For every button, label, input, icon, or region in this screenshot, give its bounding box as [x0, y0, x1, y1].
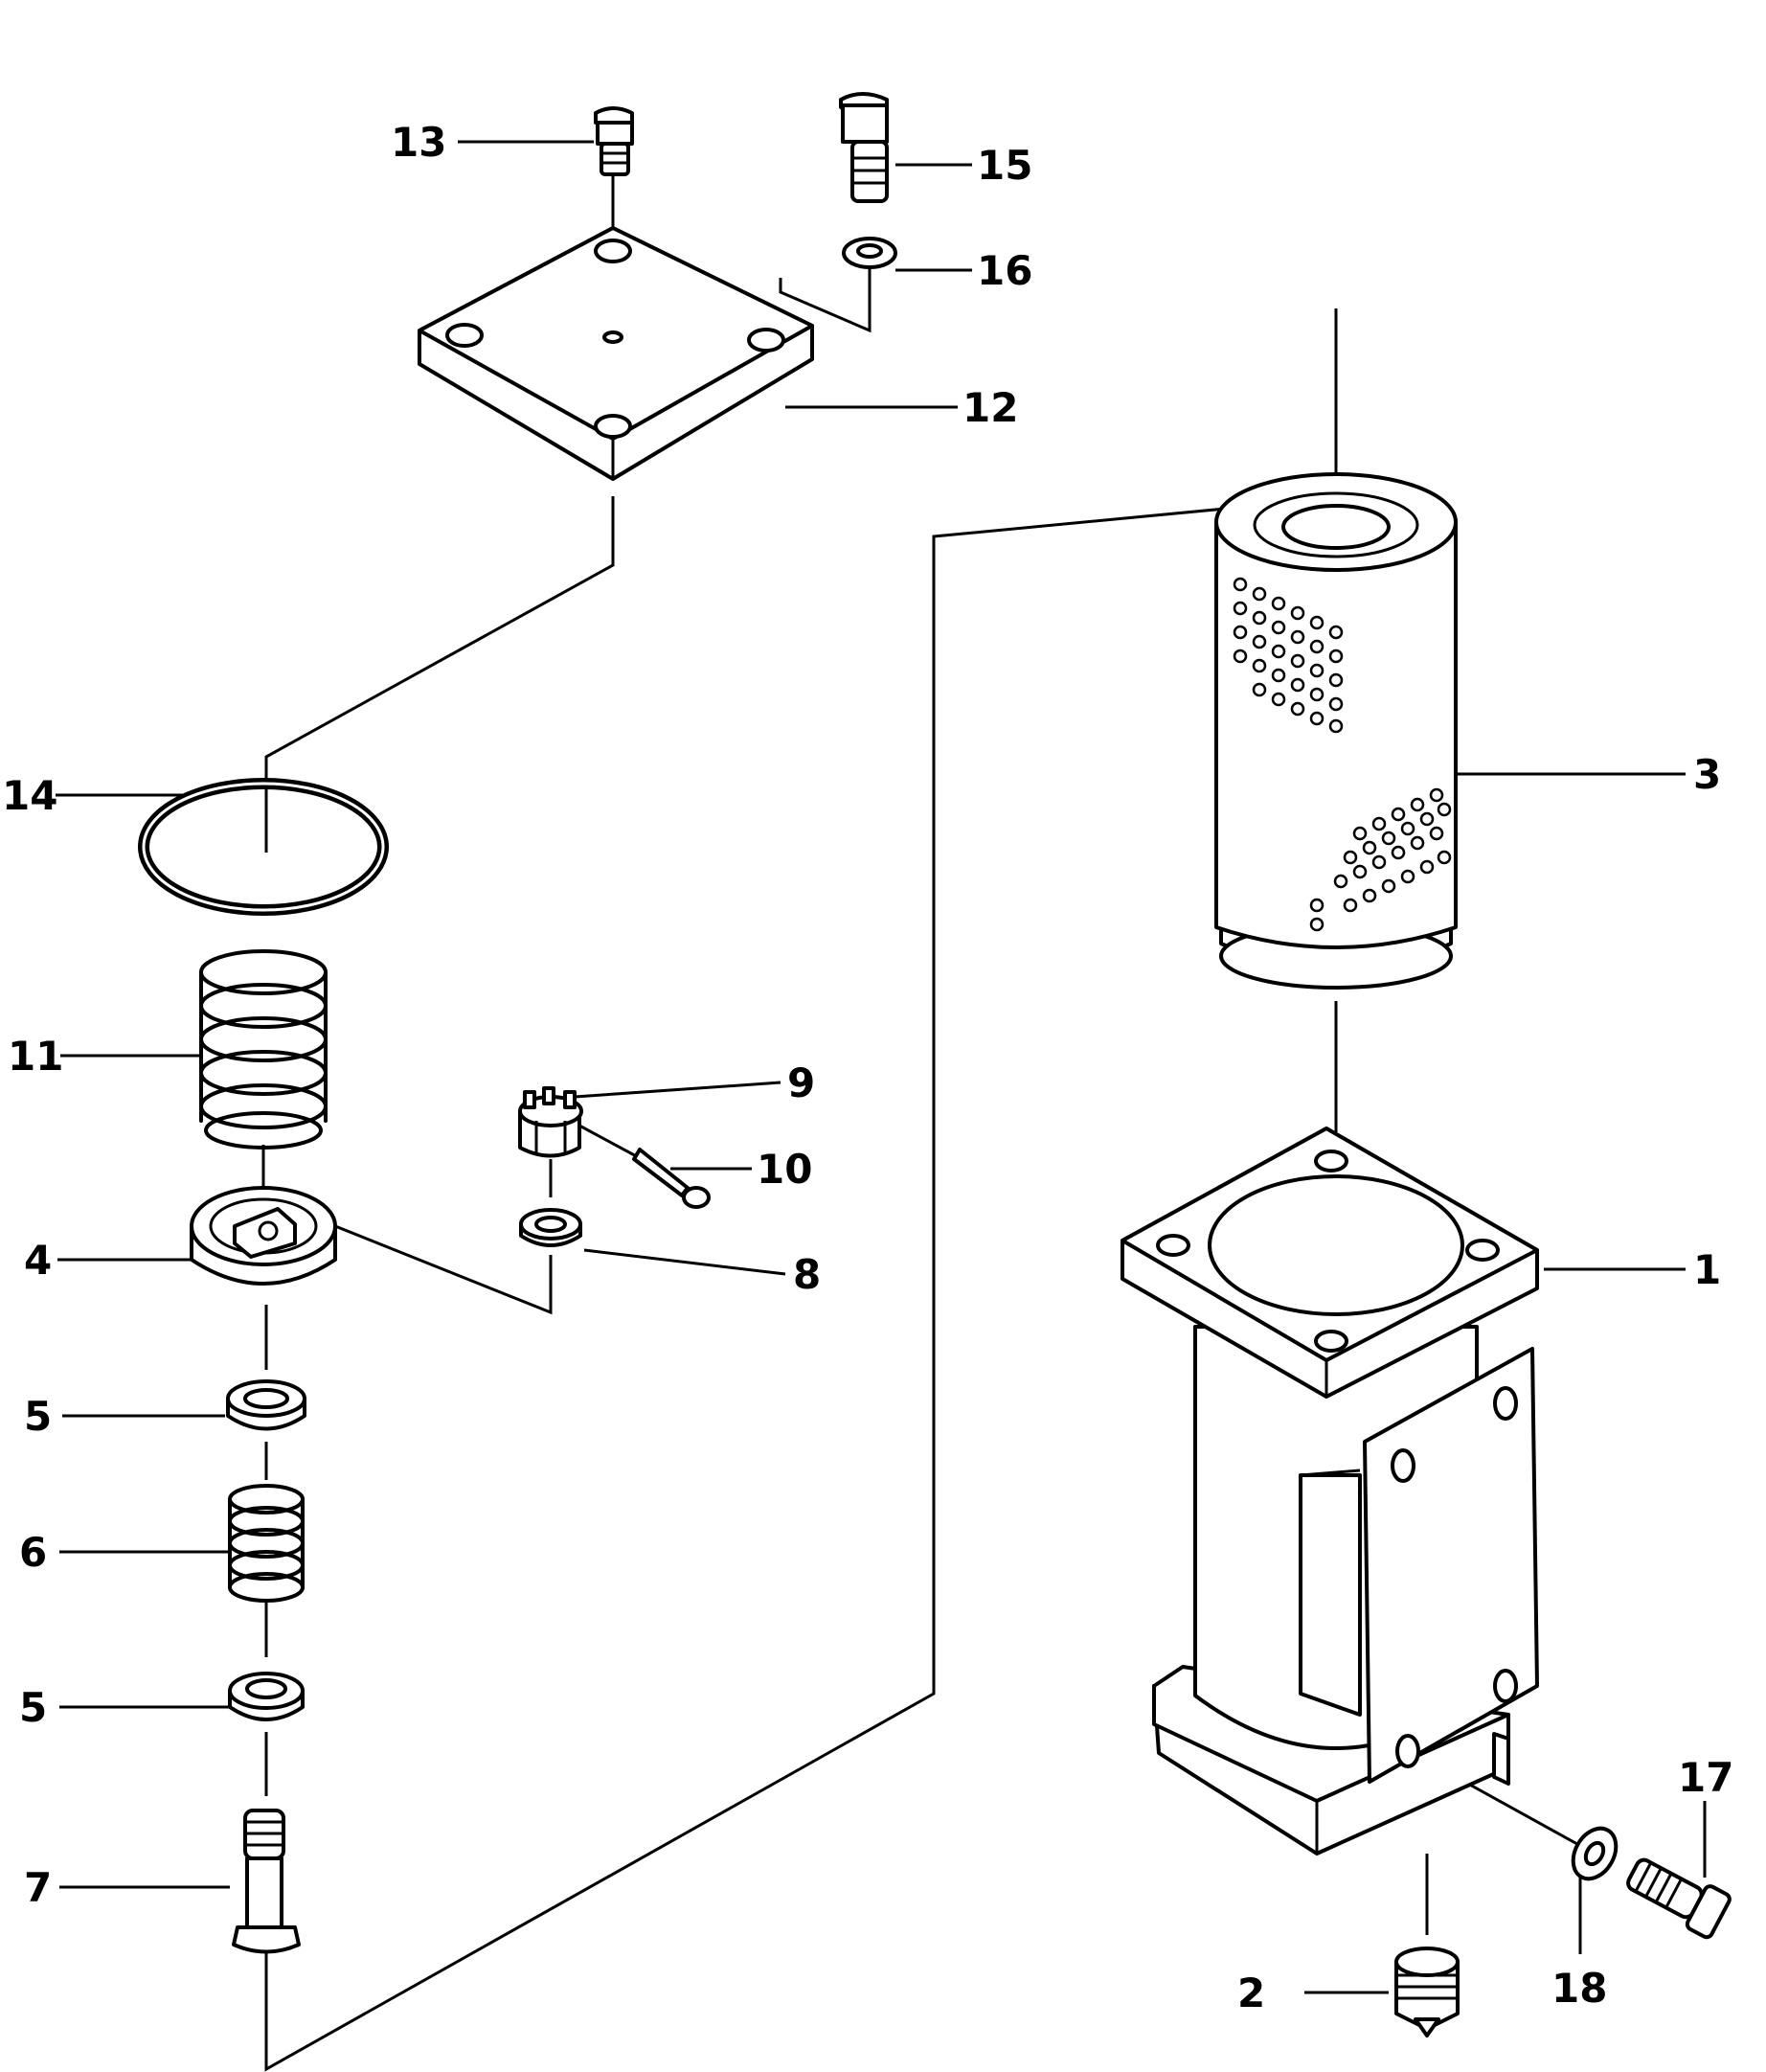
washer-part-16	[842, 237, 897, 269]
washer-part-18	[1571, 1826, 1619, 1881]
castle-nut-part-9	[518, 1086, 583, 1158]
assembly-lines	[261, 174, 1596, 2072]
callout-11: 11	[8, 1033, 63, 1080]
bolt-part-17	[1626, 1857, 1732, 1940]
large-spring-part-11	[199, 949, 328, 1150]
callout-18: 18	[1551, 1965, 1607, 2012]
drain-plug-part-2	[1394, 1947, 1460, 2038]
collar-part-5-upper	[226, 1379, 306, 1431]
filter-element-part-3	[1214, 472, 1458, 990]
filter-housing-part-1	[1121, 1127, 1539, 1856]
callout-6: 6	[19, 1529, 47, 1576]
cotter-pin-part-10	[578, 1124, 711, 1209]
washer-part-8	[519, 1208, 582, 1247]
callout-10: 10	[757, 1146, 812, 1193]
plug-part-13	[594, 106, 634, 176]
callout-9: 9	[787, 1059, 815, 1106]
callout-4: 4	[24, 1237, 52, 1284]
callout-5-upper: 5	[24, 1393, 52, 1440]
leader-lines	[56, 140, 1707, 1994]
callout-15: 15	[977, 142, 1032, 189]
small-spring-part-6	[228, 1484, 305, 1603]
callout-3: 3	[1693, 751, 1721, 798]
callout-1: 1	[1693, 1246, 1721, 1293]
callout-13: 13	[391, 119, 446, 166]
callout-7: 7	[24, 1864, 52, 1911]
callout-12: 12	[962, 384, 1018, 431]
callout-17: 17	[1678, 1754, 1733, 1801]
filter-perforation-pattern	[1233, 577, 1452, 932]
callout-5-lower: 5	[19, 1684, 47, 1731]
cover-plate-part-12	[418, 226, 814, 481]
callout-14: 14	[2, 772, 57, 819]
callout-2: 2	[1237, 1970, 1265, 2016]
o-ring-part-14	[138, 778, 389, 916]
callout-labels: 13 15 16 12 14 11 9 10 8 4 5 6 5 7 3 1 1…	[2, 119, 1733, 2016]
collar-part-5-lower	[228, 1672, 305, 1721]
stud-bolt-part-7	[232, 1809, 301, 1954]
callout-8: 8	[793, 1251, 821, 1298]
callout-16: 16	[977, 247, 1032, 294]
bolt-part-15	[839, 92, 889, 203]
spring-seat-part-4	[190, 1186, 337, 1286]
